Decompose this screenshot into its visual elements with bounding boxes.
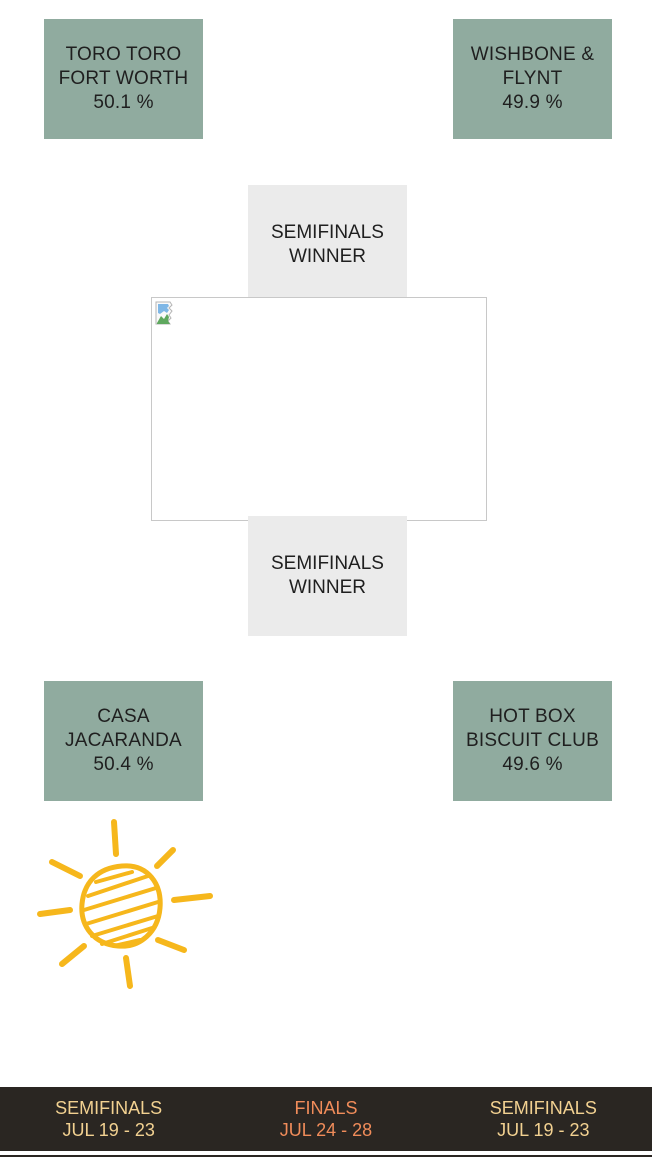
nav-tab-finals[interactable]: FINALS JUL 24 - 28: [226, 1097, 426, 1141]
nav-tab-dates: JUL 19 - 23: [62, 1120, 155, 1140]
sun-sketch-icon: [37, 819, 213, 989]
team-name: WISHBONE & FLYNT: [470, 44, 595, 89]
nav-tab-title: FINALS: [294, 1098, 358, 1118]
semifinal-winner-slot-bottom: SEMIFINALS WINNER: [248, 516, 407, 636]
bottom-nav: SEMIFINALS JUL 19 - 23 FINALS JUL 24 - 2…: [0, 1087, 652, 1151]
team-percent: 49.6 %: [502, 754, 563, 775]
bottom-divider: [0, 1155, 652, 1157]
semifinal-winner-slot-top: SEMIFINALS WINNER: [248, 185, 407, 305]
nav-tab-title: SEMIFINALS: [489, 1098, 597, 1118]
nav-tab-semifinals-right[interactable]: SEMIFINALS JUL 19 - 23: [443, 1097, 643, 1141]
team-card-casa-jacaranda[interactable]: CASA JACARANDA 50.4 %: [44, 681, 203, 801]
team-name: HOT BOX BISCUIT CLUB: [466, 706, 599, 751]
team-card-wishbone-flynt[interactable]: WISHBONE & FLYNT 49.9 %: [453, 19, 612, 139]
broken-image-icon: [155, 301, 173, 325]
nav-tab-dates: JUL 19 - 23: [497, 1120, 590, 1140]
team-percent: 50.1 %: [93, 92, 154, 113]
nav-tab-title: SEMIFINALS: [55, 1098, 163, 1118]
team-card-hot-box-biscuit-club[interactable]: HOT BOX BISCUIT CLUB 49.6 %: [453, 681, 612, 801]
nav-tab-dates: JUL 24 - 28: [279, 1120, 373, 1140]
team-name: TORO TORO FORT WORTH: [58, 44, 189, 89]
team-percent: 49.9 %: [502, 92, 563, 113]
team-name: CASA JACARANDA: [65, 706, 182, 751]
finals-image-placeholder: [151, 297, 487, 521]
team-percent: 50.4 %: [93, 754, 154, 775]
nav-tab-semifinals-left[interactable]: SEMIFINALS JUL 19 - 23: [9, 1097, 209, 1141]
team-card-toro-toro[interactable]: TORO TORO FORT WORTH 50.1 %: [44, 19, 203, 139]
